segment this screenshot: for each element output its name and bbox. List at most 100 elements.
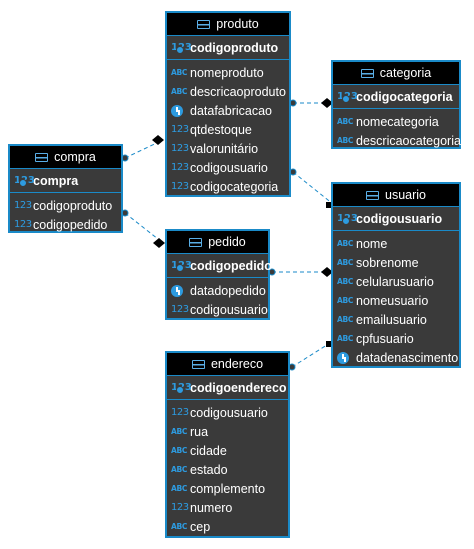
column-name: datadenascimento <box>356 350 459 365</box>
numeric-type-icon: 123 <box>171 124 189 135</box>
link-endereco-usuario <box>291 342 331 368</box>
primary-key-row[interactable]: 123compra <box>10 169 121 193</box>
column-name: qtdestoque <box>190 122 252 137</box>
column-name: codigocategoria <box>190 179 279 194</box>
table-name: endereco <box>210 357 264 371</box>
column-name: cidade <box>190 443 227 458</box>
column-name: complemento <box>190 481 266 496</box>
text-type-icon: ABC <box>337 239 354 248</box>
link-compra-pedido <box>124 212 164 244</box>
link-end-diamond <box>321 98 333 108</box>
column-name: nomecategoria <box>356 114 439 129</box>
text-type-icon: ABC <box>337 258 354 267</box>
numeric-type-icon: 123 <box>171 304 189 315</box>
numeric-type-icon: 123 <box>171 143 189 154</box>
link-end-diamond <box>153 238 165 248</box>
key-icon: 123 <box>337 213 358 225</box>
text-type-icon: ABC <box>171 446 188 455</box>
table-icon <box>35 152 49 162</box>
text-type-icon: ABC <box>171 522 188 531</box>
numeric-type-icon: 123 <box>14 200 32 211</box>
column-name: numero <box>190 500 233 515</box>
text-type-icon: ABC <box>337 277 354 286</box>
column-row[interactable]: datafabricacao <box>167 101 289 120</box>
key-icon: 123 <box>171 42 192 54</box>
column-name: nomeusuario <box>356 293 429 308</box>
table-icon <box>366 190 379 200</box>
numeric-type-icon: 123 <box>171 162 189 173</box>
table-header: usuario <box>333 184 459 207</box>
column-row[interactable]: datadopedido <box>167 281 268 300</box>
primary-key-row[interactable]: 123codigoendereco <box>167 376 288 400</box>
column-name: celularusuario <box>356 274 434 289</box>
column-name: nome <box>356 236 388 251</box>
column-name: cep <box>190 519 211 534</box>
text-type-icon: ABC <box>337 315 354 324</box>
table-header: produto <box>167 13 289 36</box>
column-name: descricaoproduto <box>190 84 286 99</box>
column-name: datafabricacao <box>190 103 273 118</box>
clock-icon <box>337 351 352 364</box>
link-end-diamond <box>152 135 164 145</box>
numeric-type-icon: 123 <box>171 407 189 418</box>
clock-icon <box>171 104 186 117</box>
column-name: codigopedido <box>33 217 108 232</box>
column-name: cpfusuario <box>356 331 414 346</box>
numeric-type-icon: 123 <box>171 502 189 513</box>
key-icon: 123 <box>337 91 358 103</box>
column-name: sobrenome <box>356 255 419 270</box>
table-icon <box>189 237 203 247</box>
column-row[interactable]: datadenascimento <box>333 348 459 367</box>
clock-icon <box>171 284 186 297</box>
table-name: categoria <box>379 66 432 80</box>
table-header: categoria <box>333 62 459 85</box>
key-icon: 123 <box>171 260 192 272</box>
column-name: estado <box>190 462 228 477</box>
table-icon <box>360 68 374 78</box>
key-icon: 123 <box>14 175 35 187</box>
table-icon <box>191 359 205 369</box>
table-endereco[interactable]: endereco 123codigoendereco 123codigousua… <box>165 351 290 538</box>
column-name: codigousuario <box>190 160 268 175</box>
numeric-type-icon: 123 <box>14 219 32 230</box>
table-compra[interactable]: compra 123compra 123codigoproduto123codi… <box>8 144 123 233</box>
text-type-icon: ABC <box>171 484 188 493</box>
link-end-square <box>326 202 332 208</box>
table-name: produto <box>216 17 259 31</box>
